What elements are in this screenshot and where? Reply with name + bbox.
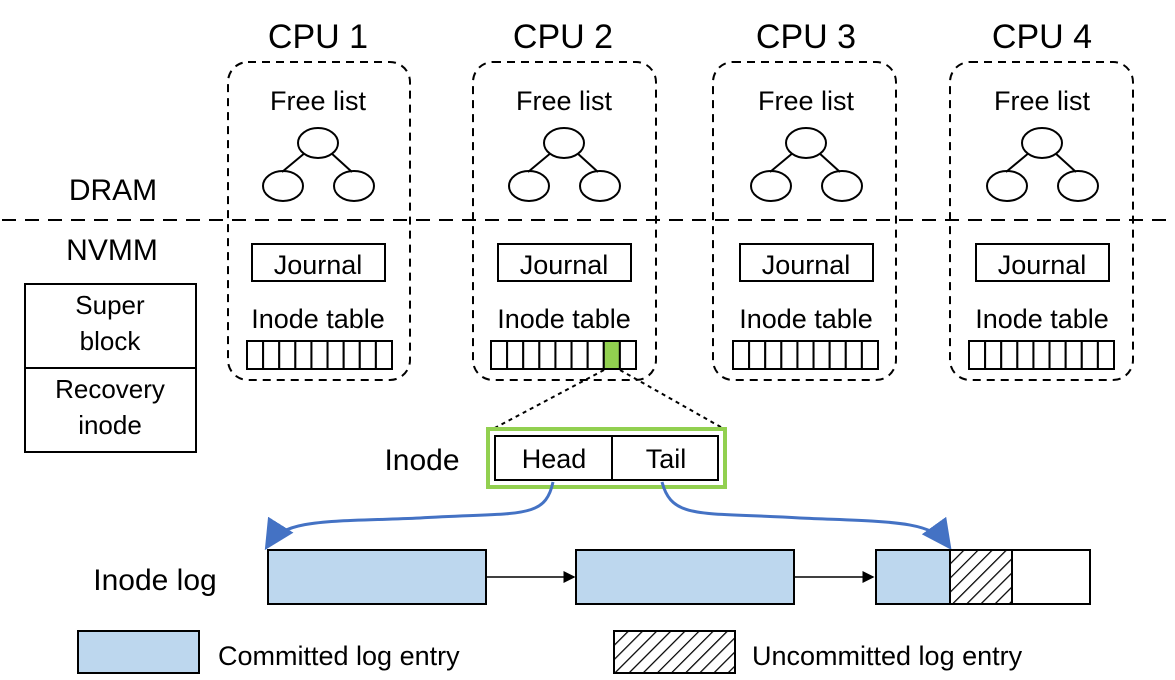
inode-table-slot xyxy=(490,340,509,370)
inode-label: Inode xyxy=(384,444,459,477)
log-page-3-uncommitted xyxy=(949,549,1013,605)
head-pointer-label: Head xyxy=(522,444,587,474)
journal-label: Journal xyxy=(274,250,363,280)
cpu-region xyxy=(712,61,897,381)
cpu-title: CPU 3 xyxy=(756,18,856,56)
journal-box xyxy=(497,243,632,282)
cpu-column: CPU 3 Free list Journal Inode table xyxy=(712,18,897,381)
inode-table-slot xyxy=(586,340,605,370)
log-page-2 xyxy=(575,549,795,605)
head-arrow xyxy=(264,481,555,551)
inode-table-slot xyxy=(554,340,573,370)
journal-box xyxy=(739,243,874,282)
legend-committed-label: Committed log entry xyxy=(218,641,460,671)
inode-inner-box xyxy=(494,435,719,481)
tail-arrow xyxy=(660,481,952,550)
tree-icon xyxy=(986,127,1099,202)
super-block-label: Super block xyxy=(75,290,145,356)
cpu-column: CPU 2 Free list Journal Inode table xyxy=(472,18,657,381)
recovery-inode-label: Recovery inode xyxy=(55,374,165,440)
inode-table-slot xyxy=(506,340,525,370)
cpu-region xyxy=(227,61,411,381)
inode-table-slot xyxy=(374,340,393,370)
inode-table-slot xyxy=(1000,340,1019,370)
free-list-label: Free list xyxy=(758,86,855,116)
tree-icon xyxy=(262,127,375,202)
legend-uncommitted-swatch xyxy=(613,630,736,674)
inode-table-slot xyxy=(358,340,377,370)
log-page-3-committed xyxy=(875,549,951,605)
tree-icon xyxy=(508,127,621,202)
journal-box xyxy=(975,243,1110,282)
free-list-label: Free list xyxy=(994,86,1091,116)
cpu-title: CPU 2 xyxy=(513,18,613,56)
inode-table-slot xyxy=(764,340,783,370)
free-list-label: Free list xyxy=(516,86,613,116)
inode-table-slot xyxy=(618,340,638,370)
free-list-label: Free list xyxy=(270,86,367,116)
label-line: block xyxy=(80,326,142,356)
inode-table-slot xyxy=(246,340,265,370)
inode-table-slot xyxy=(780,340,799,370)
label-line: Super xyxy=(75,290,145,320)
inode-table-slot xyxy=(732,340,751,370)
inode-table-slots xyxy=(732,340,880,370)
inode-table-slot xyxy=(1016,340,1035,370)
inode-table-slot xyxy=(538,340,557,370)
cpu-title: CPU 1 xyxy=(268,18,368,56)
inode-table-slot xyxy=(748,340,767,370)
inode-table-slot xyxy=(1096,340,1116,370)
dram-label: DRAM xyxy=(69,174,157,207)
inode-table-slot xyxy=(262,340,281,370)
zoom-line xyxy=(490,369,605,431)
inode-table-slot xyxy=(294,340,313,370)
log-page-1 xyxy=(267,549,487,605)
journal-label: Journal xyxy=(762,250,851,280)
inode-table-slot xyxy=(968,340,987,370)
inode-table-slot xyxy=(844,340,863,370)
nvmm-label: NVMM xyxy=(66,234,158,267)
label-line: Recovery xyxy=(55,374,165,404)
inode-table-label: Inode table xyxy=(497,304,631,334)
cpu-title: CPU 4 xyxy=(992,18,1092,56)
legend-committed-swatch xyxy=(77,630,200,674)
inode-table-slot xyxy=(278,340,297,370)
inode-table-slots xyxy=(490,340,638,370)
inode-table-label: Inode table xyxy=(975,304,1109,334)
inode-table-slots xyxy=(246,340,393,370)
recovery-inode-box xyxy=(24,367,197,453)
inode-table-slot xyxy=(522,340,541,370)
inode-table-slot xyxy=(1032,340,1051,370)
journal-label: Journal xyxy=(520,250,609,280)
journal-box xyxy=(251,243,386,282)
label-line: inode xyxy=(78,410,142,440)
inode-table-label: Inode table xyxy=(739,304,873,334)
cpu-column: CPU 1 Free list Journal Inode table xyxy=(227,18,411,381)
tree-icon xyxy=(750,127,863,202)
inode-table-slot xyxy=(1080,340,1099,370)
super-block-box xyxy=(24,283,197,369)
inode-table-slot xyxy=(984,340,1003,370)
inode-table-slot xyxy=(342,340,361,370)
inode-table-slot xyxy=(310,340,329,370)
inode-table-slot xyxy=(1048,340,1067,370)
inode-table-slot xyxy=(812,340,831,370)
inode-table-slot xyxy=(796,340,815,370)
tail-pointer-label: Tail xyxy=(646,444,687,474)
cpu-column: CPU 4 Free list Journal Inode table xyxy=(949,18,1134,381)
inode-table-label: Inode table xyxy=(251,304,385,334)
log-page-3-empty xyxy=(1011,549,1091,605)
inode-table-slot xyxy=(570,340,589,370)
journal-label: Journal xyxy=(998,250,1087,280)
inode-table-slot-highlighted xyxy=(602,340,621,370)
zoom-line xyxy=(619,369,727,431)
inode-table-slot xyxy=(860,340,880,370)
inode-table-slot xyxy=(828,340,847,370)
inode-table-slot xyxy=(326,340,345,370)
inode-log-label: Inode log xyxy=(93,564,216,597)
inode-table-slots xyxy=(968,340,1116,370)
inode-table-slot xyxy=(1064,340,1083,370)
legend-uncommitted-label: Uncommitted log entry xyxy=(752,641,1023,671)
